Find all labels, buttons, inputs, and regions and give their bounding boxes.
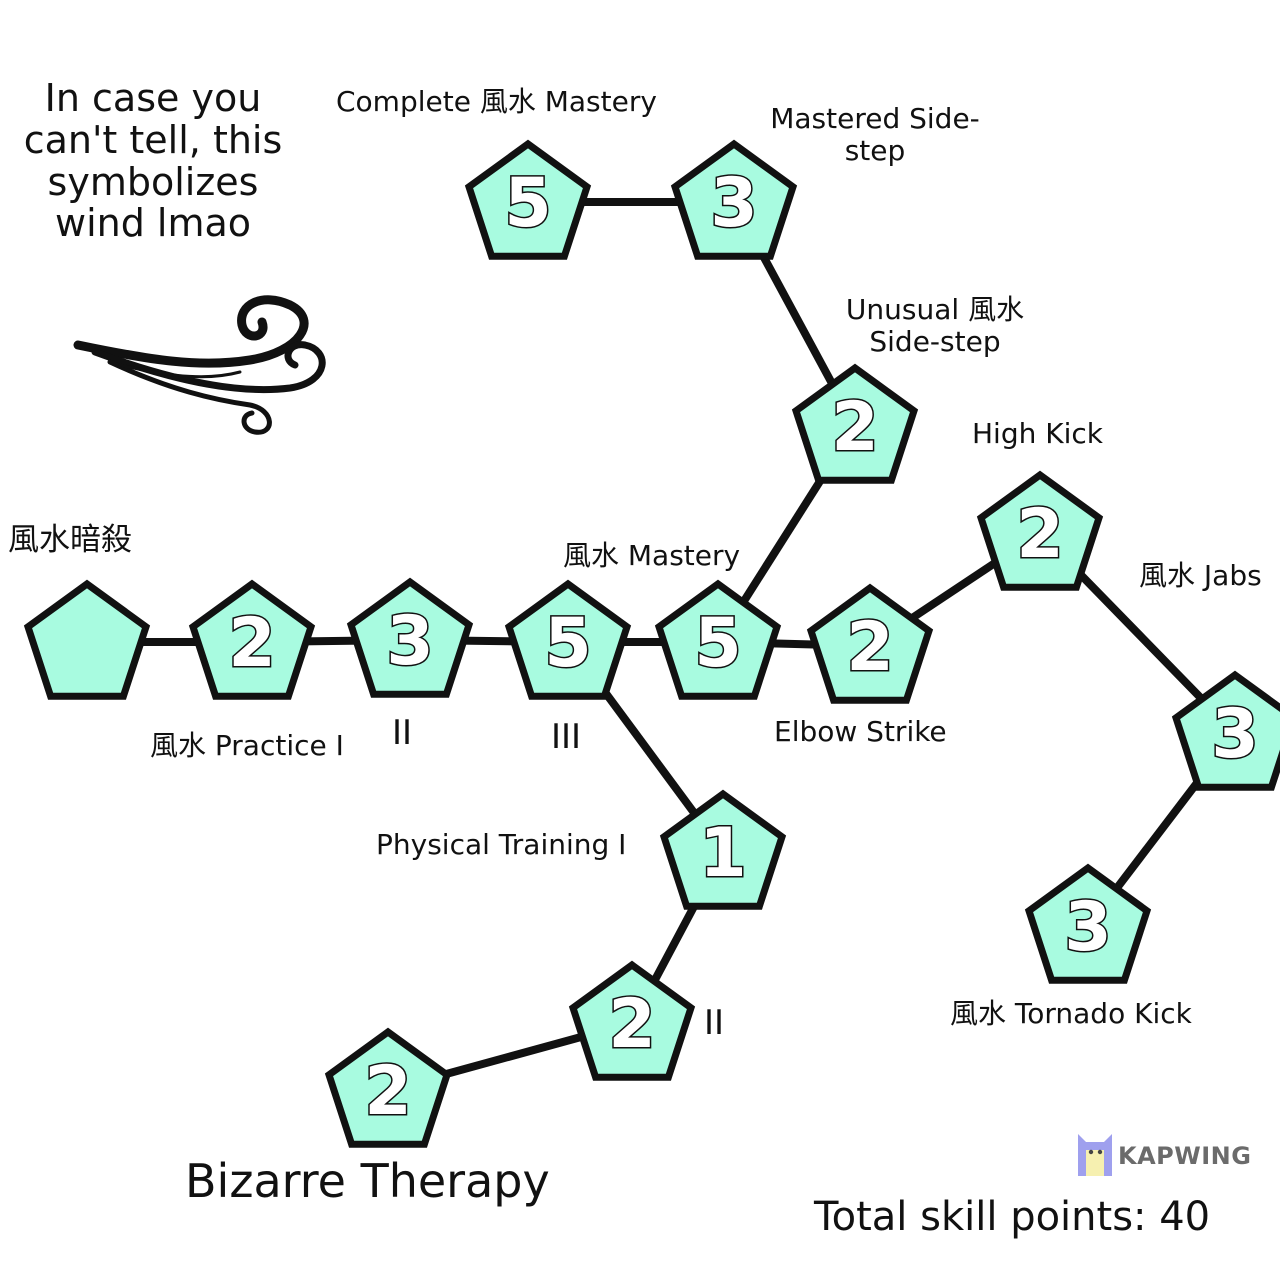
wind-note: In case you can't tell, this symbolizes … bbox=[18, 78, 288, 245]
skill-node-unusual[interactable]: 2 bbox=[796, 368, 914, 480]
skill-node-highkick[interactable]: 2 bbox=[981, 475, 1099, 587]
skill-node-points: 2 bbox=[846, 608, 893, 687]
skill-node-phys1[interactable]: 1 bbox=[664, 794, 782, 906]
skill-node-bizarre[interactable]: 2 bbox=[329, 1032, 447, 1144]
skill-node-practice2[interactable]: 3 bbox=[351, 582, 469, 694]
watermark-text: KAPWING bbox=[1118, 1142, 1251, 1170]
label-unusual-side-step: Unusual 風水 Side-step bbox=[830, 294, 1040, 358]
label-practice-1: 風水 Practice I bbox=[150, 730, 344, 762]
skill-node-points: 3 bbox=[1064, 888, 1111, 967]
label-mastered-side-step: Mastered Side- step bbox=[760, 103, 990, 167]
label-bizarre-therapy: Bizarre Therapy bbox=[185, 1155, 550, 1208]
skill-node-mastery[interactable]: 5 bbox=[659, 584, 777, 696]
label-elbow-strike: Elbow Strike bbox=[774, 716, 947, 748]
skill-node-points: 2 bbox=[608, 985, 655, 1064]
skill-node-tornado[interactable]: 3 bbox=[1029, 868, 1147, 980]
skill-node-practice3[interactable]: 5 bbox=[509, 584, 627, 696]
skill-node-points: 5 bbox=[544, 604, 591, 683]
skill-node-points: 2 bbox=[831, 388, 878, 467]
label-jabs: 風水 Jabs bbox=[1139, 560, 1262, 592]
kapwing-watermark: KAPWING bbox=[1078, 1132, 1246, 1182]
skill-node-phys2[interactable]: 2 bbox=[573, 965, 691, 1077]
skill-node-shape bbox=[28, 584, 146, 696]
skill-node-points: 1 bbox=[699, 814, 746, 893]
skill-node-points: 2 bbox=[228, 604, 275, 683]
skill-node-points: 5 bbox=[694, 604, 741, 683]
label-mastery: 風水 Mastery bbox=[563, 540, 740, 572]
skill-node-points: 2 bbox=[364, 1052, 411, 1131]
label-tornado-kick: 風水 Tornado Kick bbox=[950, 998, 1192, 1030]
label-complete-mastery: Complete 風水 Mastery bbox=[336, 86, 657, 118]
skill-node-practice1[interactable]: 2 bbox=[193, 584, 311, 696]
skill-node-elbow[interactable]: 2 bbox=[811, 588, 929, 700]
label-physical-training-2: II bbox=[704, 1004, 724, 1043]
skill-node-points: 3 bbox=[710, 164, 757, 243]
label-physical-training-1: Physical Training I bbox=[376, 829, 626, 861]
skill-node-root[interactable] bbox=[28, 584, 146, 696]
skill-node-complete[interactable]: 5 bbox=[469, 144, 587, 256]
total-skill-points: Total skill points: 40 bbox=[814, 1194, 1210, 1240]
label-high-kick: High Kick bbox=[972, 418, 1103, 450]
skill-node-points: 3 bbox=[1211, 695, 1258, 774]
skill-node-points: 2 bbox=[1016, 495, 1063, 574]
label-practice-2: II bbox=[392, 714, 412, 753]
label-practice-3: III bbox=[551, 718, 581, 757]
skill-node-points: 3 bbox=[386, 602, 433, 681]
label-root: 風水暗殺 bbox=[8, 523, 132, 559]
wind-icon bbox=[78, 300, 322, 432]
skill-node-points: 5 bbox=[504, 164, 551, 243]
